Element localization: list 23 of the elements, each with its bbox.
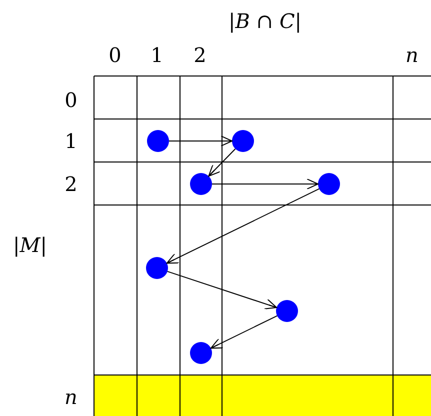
arrow — [208, 148, 236, 177]
point-marker — [318, 173, 340, 195]
arrow — [212, 178, 318, 190]
arrow — [168, 136, 232, 146]
column-header: n — [406, 45, 418, 65]
point-marker — [190, 173, 212, 195]
row-header: 1 — [64, 131, 78, 151]
column-header: 2 — [194, 45, 206, 65]
row-header: 2 — [64, 174, 78, 194]
point-marker — [190, 342, 212, 364]
row-axis-title: |M| — [13, 235, 47, 255]
arrow — [166, 270, 278, 310]
arrow — [166, 188, 320, 264]
column-header: 0 — [108, 45, 122, 65]
point-marker — [147, 130, 169, 152]
point-marker — [276, 300, 298, 322]
point-marker — [232, 130, 254, 152]
column-header: 1 — [150, 45, 164, 65]
column-axis-title: |B ∩ C| — [228, 11, 302, 31]
row-header: 0 — [64, 90, 78, 110]
arrow — [210, 315, 278, 349]
point-marker — [146, 257, 168, 279]
row-header: n — [64, 387, 78, 407]
